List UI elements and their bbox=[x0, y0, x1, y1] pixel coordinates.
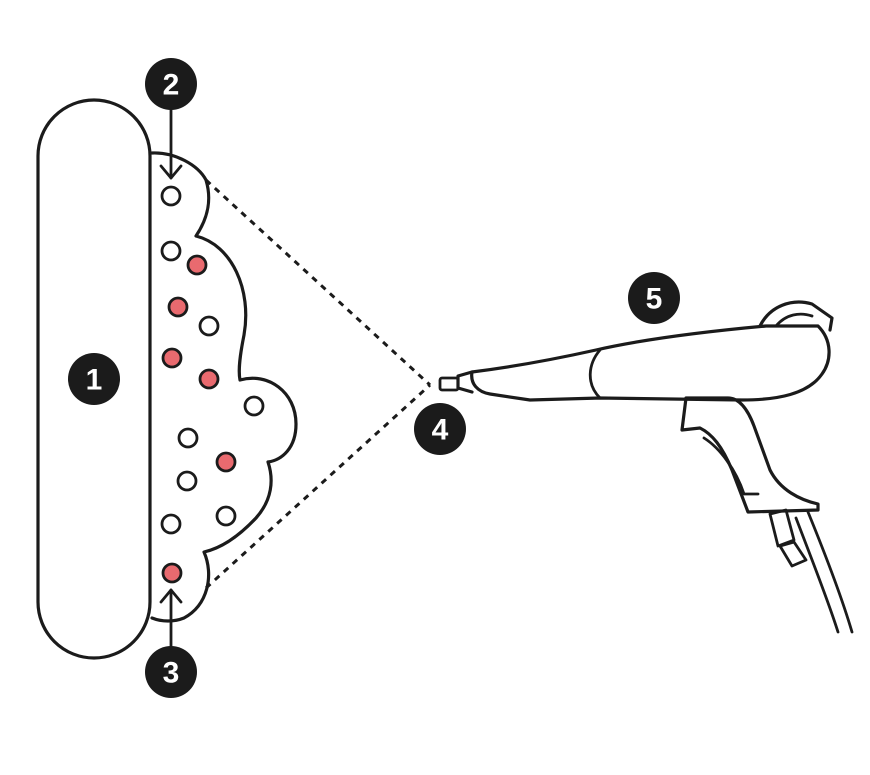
neutral-particle bbox=[198, 315, 220, 337]
badge-1-label: 1 bbox=[86, 364, 103, 397]
neutral-particle bbox=[243, 395, 265, 417]
neutral-particle bbox=[177, 427, 199, 449]
badge-3-label: 3 bbox=[163, 657, 180, 690]
charged-particle bbox=[215, 451, 237, 473]
badge-5: 5 bbox=[628, 272, 680, 324]
neutral-particle bbox=[176, 470, 198, 492]
charged-particle bbox=[161, 347, 183, 369]
neutral-particle bbox=[215, 505, 237, 527]
badge-1: 1 bbox=[68, 353, 120, 405]
gun-cable bbox=[806, 510, 854, 634]
badge-4-label: 4 bbox=[432, 414, 449, 447]
badge-2-label: 2 bbox=[163, 69, 180, 102]
spray-cone-top bbox=[204, 178, 432, 387]
charged-particle bbox=[161, 562, 183, 584]
neutral-particle bbox=[160, 513, 182, 535]
spray-gun bbox=[438, 300, 854, 634]
gun-connector-tip bbox=[778, 540, 808, 568]
neutral-particle bbox=[160, 240, 182, 262]
particles bbox=[160, 185, 265, 584]
charged-particle bbox=[198, 368, 220, 390]
gun-nozzle bbox=[456, 370, 474, 394]
powder-cloud bbox=[150, 151, 298, 623]
arrow-down bbox=[159, 98, 183, 180]
gun-nozzle-tip bbox=[438, 376, 460, 392]
gun-handle bbox=[680, 396, 820, 514]
gun-connector bbox=[768, 508, 796, 548]
spray-cone-bottom bbox=[204, 383, 432, 590]
gun-barrel bbox=[470, 324, 831, 402]
workpiece bbox=[36, 98, 152, 660]
badge-3: 3 bbox=[145, 646, 197, 698]
charged-particle bbox=[186, 254, 208, 276]
badge-2: 2 bbox=[145, 58, 197, 110]
gun-trigger bbox=[702, 436, 760, 496]
badge-4: 4 bbox=[414, 403, 466, 455]
charged-particle bbox=[167, 296, 189, 318]
gun-hook-inner bbox=[774, 312, 814, 328]
badge-5-label: 5 bbox=[646, 283, 663, 316]
gun-hook bbox=[758, 300, 834, 332]
gun-barrel-seam bbox=[588, 348, 602, 400]
gun-cable bbox=[794, 516, 840, 634]
neutral-particle bbox=[160, 185, 182, 207]
